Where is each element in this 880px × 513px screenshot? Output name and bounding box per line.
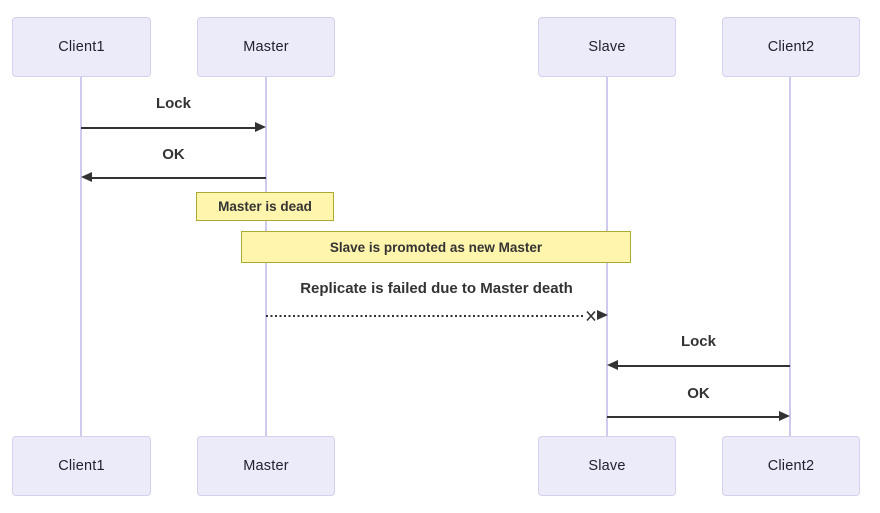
message-arrow-replicate <box>266 310 608 322</box>
actor-top-master: Master <box>197 17 335 77</box>
arrow-line <box>607 415 783 418</box>
actor-top-client2: Client2 <box>722 17 860 77</box>
actor-top-slave: Slave <box>538 17 676 77</box>
actor-top-client1: Client1 <box>12 17 151 77</box>
message-label-lock-1: Lock <box>155 95 191 112</box>
note-text: Master is dead <box>218 199 312 214</box>
message-arrow-ok-1 <box>81 172 266 183</box>
actor-label: Client1 <box>58 458 105 474</box>
actor-label: Client1 <box>58 39 105 55</box>
message-label-replicate: Replicate is failed due to Master death <box>300 280 573 297</box>
actor-label: Slave <box>588 458 626 474</box>
arrow-line <box>614 364 790 367</box>
note-text: Slave is promoted as new Master <box>329 239 543 255</box>
arrowhead-right-icon <box>597 310 608 320</box>
arrow-line-dotted <box>266 315 584 317</box>
message-label-lock-2: Lock <box>680 333 716 350</box>
lifeline-client1 <box>80 77 82 436</box>
actor-bottom-master: Master <box>197 436 335 496</box>
arrow-line <box>81 126 259 129</box>
cross-icon <box>586 310 596 322</box>
arrowhead-right-icon <box>255 122 266 132</box>
arrowhead-right-icon <box>779 411 790 421</box>
arrowhead-left-icon <box>607 360 618 370</box>
note-slave-promoted: Slave is promoted as new Master <box>241 231 631 263</box>
lifeline-client2 <box>789 77 791 436</box>
actor-bottom-client2: Client2 <box>722 436 860 496</box>
actor-label: Client2 <box>767 458 815 474</box>
arrowhead-left-icon <box>81 172 92 182</box>
actor-label: Master <box>243 39 289 55</box>
actor-bottom-client1: Client1 <box>12 436 151 496</box>
message-arrow-lock-2 <box>607 360 790 371</box>
actor-bottom-slave: Slave <box>538 436 676 496</box>
note-master-is-dead: Master is dead <box>196 192 334 221</box>
actor-label: Slave <box>588 39 626 55</box>
message-label-ok-1: OK <box>162 146 185 163</box>
message-label-ok-2: OK <box>687 385 710 402</box>
actor-label: Client2 <box>767 39 815 55</box>
message-arrow-ok-2 <box>607 411 790 422</box>
actor-label: Master <box>243 458 289 474</box>
arrow-line <box>88 176 266 179</box>
message-arrow-lock-1 <box>81 122 266 133</box>
